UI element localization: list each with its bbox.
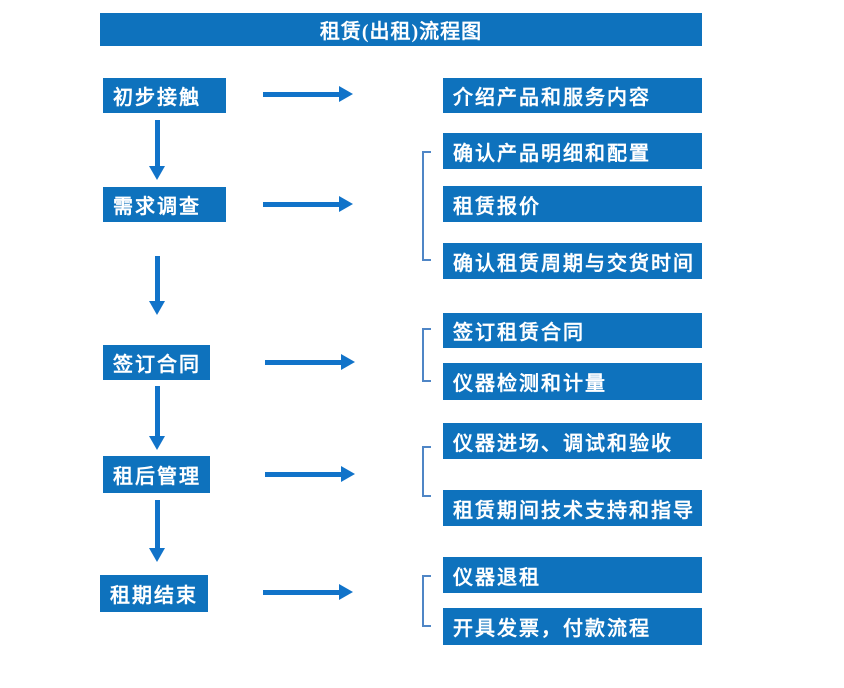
arrow-right-initial-contact <box>263 86 353 102</box>
bracket-post-rental-group <box>422 446 431 497</box>
arrow-right-demand-survey <box>263 196 353 212</box>
arrow-right-rental-end <box>263 584 353 600</box>
detail-box-rental-quote: 租赁报价 <box>443 186 702 222</box>
arrow-down-2 <box>149 256 165 315</box>
step-box-post-rental: 租后管理 <box>103 456 210 493</box>
bracket-demand-survey-group <box>422 151 431 261</box>
detail-box-instrument-setup: 仪器进场、调试和验收 <box>443 423 702 459</box>
step-box-initial-contact: 初步接触 <box>103 78 226 113</box>
detail-box-instrument-testing: 仪器检测和计量 <box>443 363 702 400</box>
bracket-rental-end-group <box>422 575 431 627</box>
arrow-right-sign-contract <box>265 354 355 370</box>
detail-box-confirm-details: 确认产品明细和配置 <box>443 133 702 169</box>
detail-box-sign-rental-contract: 签订租赁合同 <box>443 313 702 348</box>
arrow-down-1 <box>149 120 165 180</box>
bracket-sign-contract-group <box>422 328 431 382</box>
step-box-demand-survey: 需求调查 <box>103 187 226 222</box>
flowchart-title: 租赁(出租)流程图 <box>100 13 702 46</box>
step-box-rental-end: 租期结束 <box>100 575 208 612</box>
detail-box-confirm-period: 确认租赁周期与交货时间 <box>443 243 702 279</box>
step-box-sign-contract: 签订合同 <box>103 345 210 380</box>
detail-box-instrument-return: 仪器退租 <box>443 557 702 593</box>
detail-box-tech-support: 租赁期间技术支持和指导 <box>443 490 702 526</box>
arrow-right-post-rental <box>265 466 355 482</box>
arrow-down-4 <box>149 500 165 562</box>
detail-box-introduce-products: 介绍产品和服务内容 <box>443 78 702 113</box>
detail-box-invoice-payment: 开具发票，付款流程 <box>443 608 702 645</box>
arrow-down-3 <box>149 386 165 450</box>
